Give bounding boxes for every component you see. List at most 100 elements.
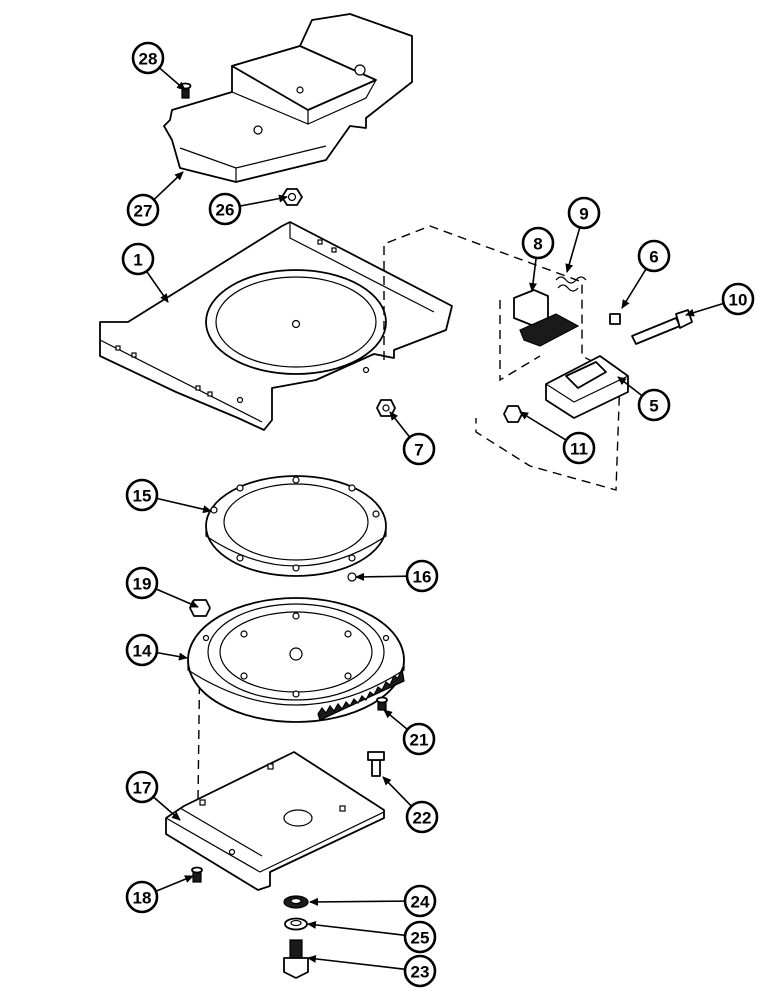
callout-circle: [403, 884, 437, 918]
nut-7-part: [376, 399, 396, 417]
screw-28-part: [179, 82, 192, 99]
callout-5: 5: [617, 376, 671, 422]
callout-label: 15: [133, 487, 152, 506]
washer-24-part: [283, 895, 309, 909]
alignment-line: [197, 639, 201, 801]
callout-label: 24: [411, 893, 430, 912]
leader-line: [383, 709, 408, 731]
callout-24: 24: [309, 884, 437, 918]
callout-circle: [405, 800, 439, 834]
callout-label: 21: [410, 731, 429, 750]
ball-16-part: [347, 572, 357, 582]
callout-label: 9: [579, 205, 588, 224]
nut-19-part: [189, 599, 211, 617]
callout-circle: [403, 920, 437, 954]
callout-label: 5: [649, 397, 658, 416]
pivot-stud-23-part: [283, 939, 309, 979]
callout-circle: [125, 633, 159, 667]
leader-line: [382, 776, 413, 807]
bottom-plate-part: [165, 751, 385, 891]
leader-line: [156, 651, 188, 661]
callout-circle: [121, 242, 155, 276]
callout-11: 11: [519, 411, 596, 465]
callout-15: 15: [125, 478, 212, 514]
leader-line: [565, 227, 581, 273]
callout-7: 7: [389, 411, 436, 466]
callout-18: 18: [125, 875, 194, 914]
callout-circle: [208, 192, 242, 226]
leader-line: [145, 270, 169, 303]
callout-circle: [131, 41, 165, 75]
callout-label: 11: [570, 440, 588, 459]
callout-label: 6: [649, 248, 658, 267]
callout-14: 14: [125, 633, 188, 667]
leader-line: [155, 588, 199, 608]
leader-line: [156, 497, 212, 514]
leader-line: [617, 376, 643, 397]
callout-label: 14: [133, 642, 152, 661]
callout-label: 18: [133, 889, 152, 908]
leader-line: [153, 171, 184, 201]
callout-circle: [405, 559, 439, 593]
callout-label: 16: [413, 568, 432, 587]
callout-circle: [402, 722, 436, 756]
callout-circle: [402, 432, 436, 466]
callout-10: 10: [685, 282, 755, 317]
callout-circle: [125, 770, 159, 804]
leader-line: [685, 302, 724, 317]
callout-9: 9: [565, 196, 601, 273]
seat-cover-part: [163, 13, 413, 183]
callout-label: 17: [133, 779, 152, 798]
callout-25: 25: [307, 920, 437, 954]
leader-line: [152, 796, 181, 821]
callout-23: 23: [307, 954, 437, 988]
callout-circle: [521, 226, 555, 260]
callout-1: 1: [121, 242, 169, 303]
leader-line: [158, 67, 186, 91]
callout-circle: [403, 954, 437, 988]
callout-17: 17: [125, 770, 181, 821]
callout-circle: [567, 196, 601, 230]
leader-line: [309, 897, 406, 906]
callout-26: 26: [208, 192, 288, 226]
callout-circle: [125, 566, 159, 600]
callout-21: 21: [383, 709, 436, 756]
callout-label: 23: [411, 963, 430, 982]
leader-line: [307, 920, 406, 937]
screw-21-part: [376, 696, 388, 711]
leader-line: [155, 875, 194, 893]
leader-line: [355, 572, 408, 581]
callout-circle: [637, 239, 671, 273]
leader-line: [307, 954, 406, 971]
callout-label: 22: [413, 809, 432, 828]
leader-line: [519, 411, 567, 441]
upper-plate-part: [99, 221, 453, 431]
screw-18-part: [191, 866, 203, 883]
callout-27: 27: [126, 171, 184, 227]
callout-label: 25: [411, 929, 430, 948]
gear-plate-part: [187, 597, 405, 723]
callout-label: 7: [414, 441, 423, 460]
callout-circle: [125, 880, 159, 914]
callout-19: 19: [125, 566, 199, 608]
leader-line: [239, 194, 288, 207]
callout-label: 27: [134, 202, 153, 221]
callout-label: 26: [216, 201, 235, 220]
callout-label: 19: [133, 575, 152, 594]
callout-circle: [126, 193, 160, 227]
callout-22: 22: [382, 776, 439, 834]
callout-label: 8: [533, 235, 542, 254]
latch-assembly: [383, 225, 693, 491]
callout-circle: [721, 282, 755, 316]
callout-28: 28: [131, 41, 186, 91]
leader-line: [621, 268, 647, 309]
callout-label: 1: [133, 251, 142, 270]
bolt-22-part: [367, 751, 385, 777]
bearing-ring-part: [205, 475, 387, 577]
leader-line: [389, 411, 411, 438]
callout-label: 10: [729, 291, 748, 310]
callout-circle: [637, 388, 671, 422]
leader-line: [529, 257, 537, 292]
